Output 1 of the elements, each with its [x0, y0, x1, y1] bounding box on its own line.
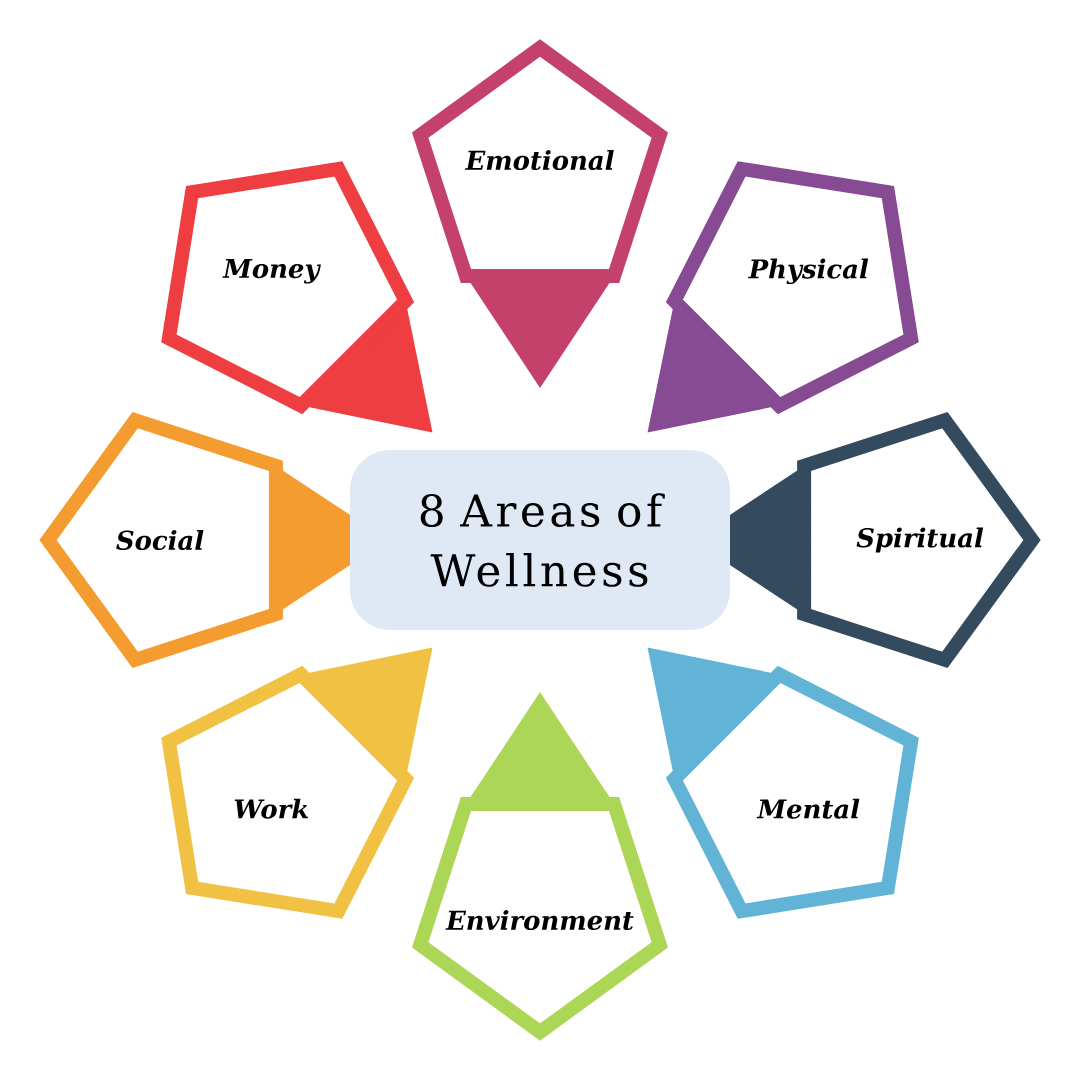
title-box: 8 Areas of Wellness [350, 450, 730, 630]
